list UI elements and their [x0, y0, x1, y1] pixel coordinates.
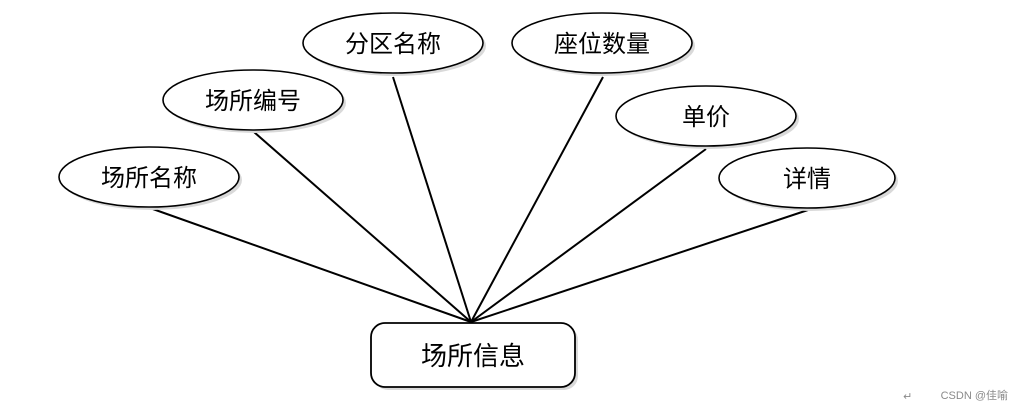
attribute-seat-count: 座位数量 [511, 12, 695, 76]
attribute-label-venue-name: 场所名称 [101, 164, 197, 192]
connector-unit-price [470, 148, 707, 323]
attribute-label-unit-price: 单价 [682, 103, 730, 131]
connector-venue-name [149, 207, 472, 323]
connector-lines [149, 76, 809, 323]
connector-details [470, 209, 809, 323]
attribute-venue-code: 场所编号 [162, 69, 346, 133]
entity-venue-info: 场所信息 [370, 322, 578, 390]
attribute-label-details: 详情 [783, 165, 831, 193]
connector-venue-code [253, 131, 472, 323]
connector-seat-count [470, 76, 604, 323]
attribute-label-zone-name: 分区名称 [345, 30, 441, 58]
attribute-zone-name: 分区名称 [302, 12, 486, 76]
paragraph-return-mark: ↵ [903, 390, 913, 403]
attribute-label-venue-code: 场所编号 [205, 87, 301, 115]
connector-zone-name [392, 76, 472, 323]
attribute-venue-name: 场所名称 [58, 146, 242, 210]
entity-label: 场所信息 [421, 342, 525, 372]
attribute-unit-price: 单价 [615, 85, 799, 149]
watermark: CSDN @佳喻 [940, 390, 1008, 402]
attribute-label-seat-count: 座位数量 [554, 30, 650, 58]
attribute-details: 详情 [718, 147, 898, 211]
